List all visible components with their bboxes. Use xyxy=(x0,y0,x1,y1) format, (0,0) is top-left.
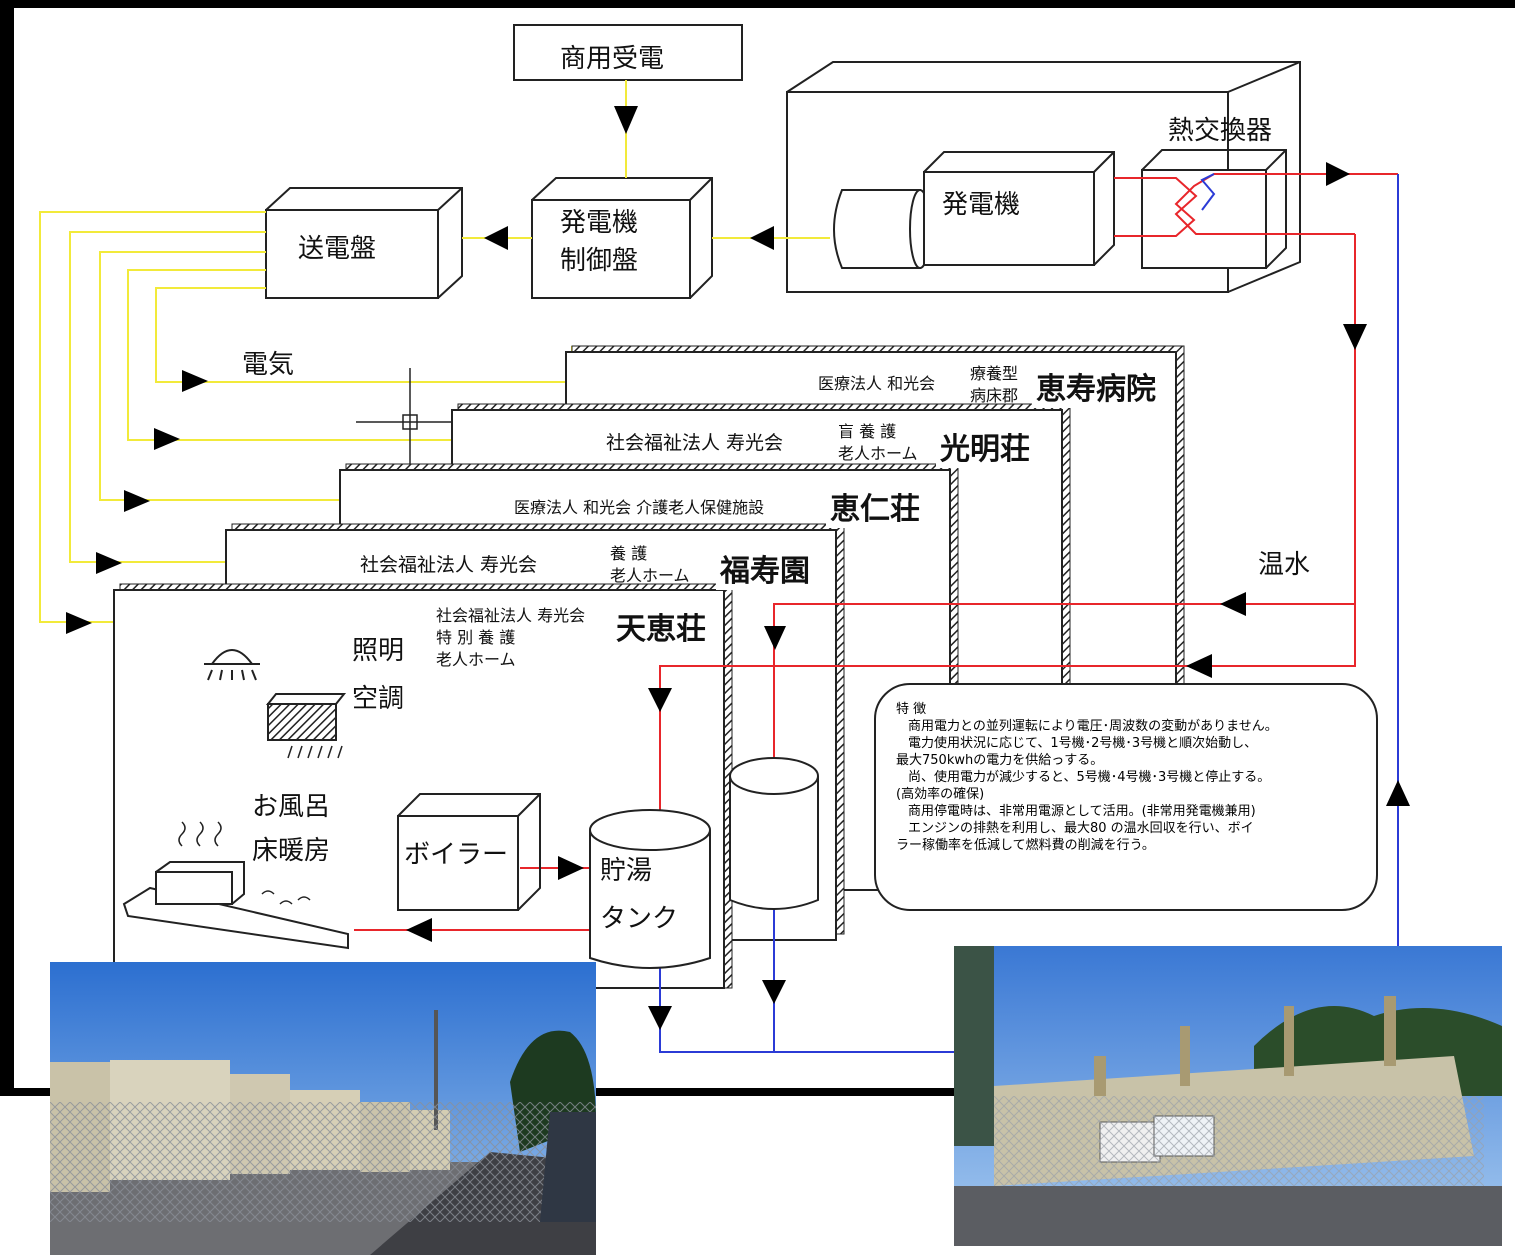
generator-control-label-line2: 制御盤 xyxy=(560,246,639,276)
facility-type-tenkei-2: 老人ホーム xyxy=(436,650,516,669)
facility-org-tenkei: 社会福祉法人 寿光会 xyxy=(436,606,586,625)
generator-control-panel-box xyxy=(531,177,713,299)
commercial-power-box xyxy=(513,24,743,81)
features-line: (高効率の確保) xyxy=(896,787,985,802)
facility-org-keiju: 医療法人 和光会 xyxy=(818,374,936,393)
boiler-box xyxy=(397,793,541,911)
storage-tank-label-line1: 貯湯 xyxy=(600,856,653,886)
features-box: 特 徴 商用電力との並列運転により電圧･周波数の変動がありません。 電力使用状況… xyxy=(874,683,1378,911)
facility-name-tenkei: 天恵荘 xyxy=(612,604,710,648)
hot-water-lines xyxy=(354,234,1356,931)
facility-type-fukuju-2: 老人ホーム xyxy=(610,566,690,585)
features-line: エンジンの排熱を利用し、最大80 の温水回収を行い、ボイ xyxy=(908,821,1254,836)
facility-name-fukuju: 福寿園 xyxy=(716,546,814,590)
electric-arrows xyxy=(66,106,774,634)
return-water-arrows xyxy=(648,162,1410,1030)
floor-heating-label: 床暖房 xyxy=(252,836,331,866)
bath-label: お風呂 xyxy=(252,792,331,822)
facility-type-keiju-2: 病床郡 xyxy=(970,386,1019,405)
crosshair-icon xyxy=(356,368,466,474)
lighting-label: 照明 xyxy=(352,636,405,666)
heat-exchanger-label: 熱交換器 xyxy=(1168,116,1273,146)
features-line: 最大750kwhの電力を供給っする。 xyxy=(896,753,1104,768)
facility-type-komei-2: 老人ホーム xyxy=(838,444,918,463)
air-conditioner-icon xyxy=(265,693,347,759)
photo-generator-building-right xyxy=(954,946,1502,1246)
boiler-label: ボイラー xyxy=(404,840,509,870)
facility-type-keiju-1: 療養型 xyxy=(970,364,1019,383)
transmission-panel-box xyxy=(265,187,463,299)
hot-water-label: 温水 xyxy=(1258,550,1311,580)
storage-tank-label-line2: タンク xyxy=(600,904,679,934)
electricity-label: 電気 xyxy=(242,350,295,380)
facility-name-keiju: 恵寿病院 xyxy=(1032,364,1160,408)
engine-cylinder xyxy=(833,189,931,269)
generator-control-label-line1: 発電機 xyxy=(560,208,639,238)
hot-water-arrows xyxy=(406,324,1367,942)
features-line: ラー稼働率を低減して燃料費の削減を行う。 xyxy=(896,838,1155,853)
generator-label: 発電機 xyxy=(942,190,1021,220)
generator-box xyxy=(923,151,1115,266)
storage-tank-back xyxy=(729,757,819,910)
floor-heating-icon xyxy=(122,821,349,950)
features-line: 尚、使用電力が減少すると、5号機･4号機･3号機と停止する。 xyxy=(908,770,1271,785)
features-line: 電力使用状況に応じて、1号機･2号機･3号機と順次始動し、 xyxy=(908,736,1258,751)
features-line: 商用電力との並列運転により電圧･周波数の変動がありません。 xyxy=(908,719,1278,734)
storage-tank-front xyxy=(589,809,711,969)
features-line: 商用停電時は、非常用電源として活用。(非常用発電機兼用) xyxy=(908,804,1256,819)
facility-org-keijin: 医療法人 和光会 介護老人保健施設 xyxy=(514,498,765,517)
photo-generator-units-left xyxy=(50,962,596,1255)
heat-exchanger-hot-coil xyxy=(1114,177,1355,235)
facility-name-komei: 光明荘 xyxy=(936,424,1034,468)
transmission-panel-label: 送電盤 xyxy=(298,234,377,264)
heat-exchanger-cold-coil xyxy=(1200,173,1216,211)
facility-type-fukuju-1: 養 護 xyxy=(610,544,648,563)
features-title: 特 徴 xyxy=(896,702,927,717)
facility-org-komei: 社会福祉法人 寿光会 xyxy=(606,432,784,454)
facility-type-komei-1: 盲 養 護 xyxy=(838,422,897,441)
facility-type-tenkei-1: 特 別 養 護 xyxy=(436,628,516,647)
facility-org-fukuju: 社会福祉法人 寿光会 xyxy=(360,554,538,576)
ceiling-lamp-icon xyxy=(204,649,260,681)
air-conditioning-label: 空調 xyxy=(352,684,405,714)
commercial-power-label: 商用受電 xyxy=(560,44,665,74)
facility-name-keijin: 恵仁荘 xyxy=(826,484,924,528)
